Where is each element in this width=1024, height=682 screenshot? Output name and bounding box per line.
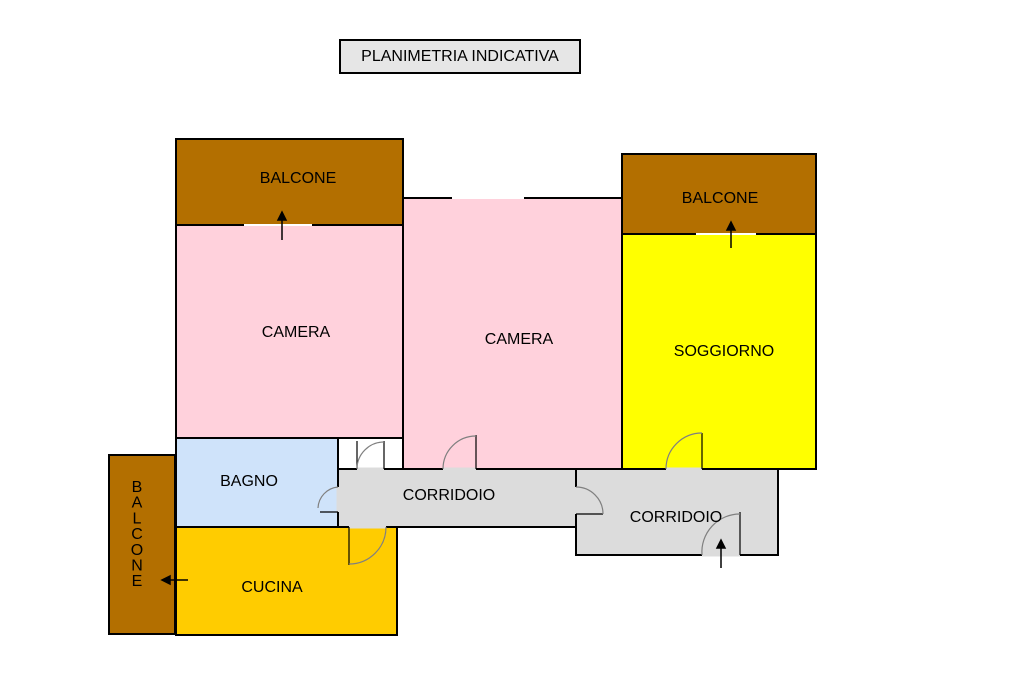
label-corridor-1: CORRIDOIO [403,487,495,504]
arrow-up-icon [715,538,727,568]
label-bedroom-2: CAMERA [485,331,554,348]
door-kitchen [348,526,387,565]
arrow-up-icon [276,210,288,240]
label-bathroom: BAGNO [220,473,278,490]
exit-arrows [160,210,737,586]
label-bedroom-1: CAMERA [262,324,331,341]
door-bedroom-2 [442,435,477,470]
room-labels: BALCONE BALCONE CAMERA CAMERA SOGGIORNO … [131,170,774,596]
balcony-side-letter: A [132,495,143,512]
balcony-side-letter: O [131,542,143,559]
door-bathroom [317,486,339,513]
kitchen [175,526,398,636]
label-balcony-right-top: BALCONE [682,190,758,207]
door-living-room [665,432,703,470]
balcony-side-letter: C [131,526,143,543]
rooms-layer [108,138,817,636]
balcony-right-top [621,153,817,235]
living-room [621,233,817,470]
door-entrance [701,512,741,556]
arrow-left-icon [160,574,188,586]
balcony-side-letter: B [132,479,143,496]
label-balcony-left-top: BALCONE [260,170,336,187]
arrow-up-icon [725,220,737,248]
balcony-side-letter: L [133,510,142,527]
bathroom [175,437,339,528]
door-corridor [575,486,604,515]
bedroom-2 [402,197,623,470]
door-swings [317,432,741,565]
plan-title: PLANIMETRIA INDICATIVA [339,39,581,74]
door-bedroom-1 [356,441,385,470]
label-kitchen: CUCINA [241,579,303,596]
label-living-room: SOGGIORNO [674,343,774,360]
corridor-2 [575,468,779,556]
openings-layer [244,197,756,557]
balcony-side-letter: N [131,558,143,575]
label-corridor-2: CORRIDOIO [630,509,722,526]
plan-title-text: PLANIMETRIA INDICATIVA [361,47,559,65]
balcony-side-letter: E [132,573,143,590]
